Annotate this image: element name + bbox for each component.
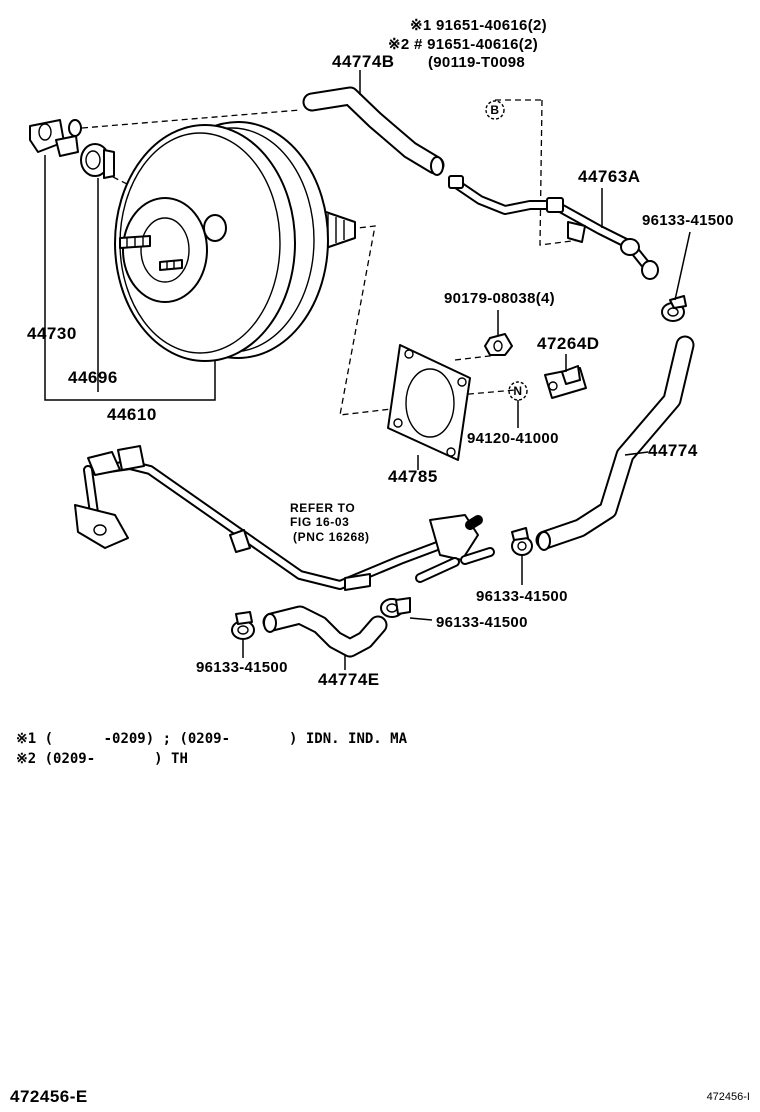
- callout-b: B: [485, 100, 505, 120]
- label-44774b: 44774B: [332, 52, 395, 71]
- footnote-2: ※2 (0209- ) TH: [16, 751, 188, 767]
- label-96133-mid: 96133-41500: [476, 588, 568, 605]
- callout-b-label: B: [490, 103, 499, 117]
- footer-code-left: 472456-E: [10, 1087, 88, 1106]
- hose-clip-middle: [511, 527, 533, 556]
- callout-n-label: N: [513, 384, 522, 398]
- label-44785: 44785: [388, 467, 438, 486]
- vacuum-tube-44763A: [448, 175, 659, 280]
- label-47264d: 47264D: [537, 334, 600, 353]
- leader-lines: [44, 70, 691, 670]
- note-line-1: ※1 91651-40616(2): [410, 17, 547, 34]
- label-90179: 90179-08038(4): [444, 290, 555, 307]
- label-96133-top: 96133-41500: [642, 212, 734, 229]
- hose-clip-lower: [380, 597, 411, 618]
- callout-n: N: [508, 381, 528, 401]
- note-line-3: (90119-T0098: [428, 54, 525, 71]
- label-44774: 44774: [648, 441, 698, 460]
- hose-44774B: [302, 86, 445, 176]
- footer-code-right: 472456-I: [707, 1091, 750, 1103]
- label-96133-low: 96133-41500: [436, 614, 528, 631]
- refer-line-1: REFER TO: [290, 501, 355, 515]
- footnote-1: ※1 ( -0209) ; (0209- ) IDN. IND. MA: [16, 731, 408, 747]
- label-44730: 44730: [27, 324, 77, 343]
- label-44774e: 44774E: [318, 670, 380, 689]
- bracket-47264D: [544, 365, 587, 399]
- grommet-44696: [80, 143, 115, 179]
- nut-90179: [484, 333, 513, 356]
- label-44696: 44696: [68, 368, 118, 387]
- note-line-2: ※2 # 91651-40616(2): [388, 36, 538, 53]
- hose-44774E: [262, 605, 388, 658]
- hose-clip-left: [231, 611, 255, 640]
- brake-booster-44610: [114, 121, 356, 362]
- gasket-44785: [387, 344, 471, 461]
- label-94120: 94120-41000: [467, 430, 559, 447]
- refer-line-3: (PNC 16268): [293, 530, 370, 544]
- label-96133-left: 96133-41500: [196, 659, 288, 676]
- refer-line-2: FIG 16-03: [290, 515, 349, 529]
- label-44763a: 44763A: [578, 167, 641, 186]
- check-valve-44730: [29, 119, 82, 157]
- hose-44774: [535, 335, 695, 551]
- label-44610: 44610: [107, 405, 157, 424]
- vacuum-pipe-long: [74, 445, 495, 591]
- hose-clip-top: [661, 295, 687, 322]
